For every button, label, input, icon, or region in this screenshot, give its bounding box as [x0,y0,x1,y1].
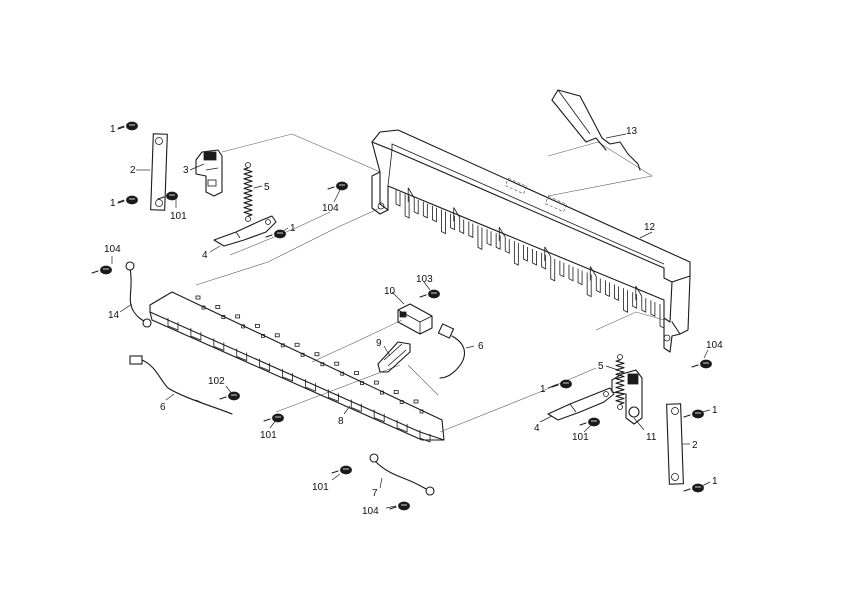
callout-101: 101 [170,211,187,222]
screw-icon [327,181,348,191]
screw-icon [389,501,410,511]
screw-icon [117,195,138,205]
callout-103: 103 [416,274,433,285]
callout-101: 101 [312,482,329,493]
callout-1: 1 [110,124,116,135]
callout-102: 102 [208,376,225,387]
screw-icon [579,417,600,427]
callout-2: 2 [692,440,698,451]
harness-14 [125,261,152,328]
harness-6-right [437,323,466,379]
lever-4-right [547,387,615,421]
callout-12: 12 [644,222,656,233]
callout-5: 5 [598,361,604,372]
screw-icon [219,391,240,401]
callout-1: 1 [540,384,546,395]
callout-4: 4 [534,423,540,434]
callout-104: 104 [706,340,723,351]
screw-icon [691,359,712,369]
callout-104: 104 [322,203,339,214]
guide-plate-8 [149,291,445,443]
spring-5-left [243,162,253,222]
screw-icon [683,483,704,493]
bracket-3 [195,149,223,197]
harness-7 [369,453,435,496]
callout-101: 101 [260,430,277,441]
callout-4: 4 [202,250,208,261]
callout-7: 7 [372,488,378,499]
spring-5-right [615,354,625,410]
wire-spring-13 [551,89,641,171]
callout-11: 11 [646,432,657,443]
callout-10: 10 [384,286,396,297]
bracket-11 [611,369,643,425]
callout-101: 101 [572,432,589,443]
rear-frame-12 [371,129,691,353]
leader-lines [111,125,711,509]
callout-5: 5 [264,182,270,193]
screw-icon [265,229,286,239]
callout-1: 1 [712,405,718,416]
sensor-10 [397,303,433,335]
harness-6-left [129,355,233,415]
link-2-right [666,403,684,485]
screw-icon [157,191,178,201]
screw-icon [117,121,138,131]
screw-icon [551,379,572,389]
callout-1: 1 [110,198,116,209]
screw-icon [331,465,352,475]
screw-icon [683,409,704,419]
callout-6: 6 [160,402,166,413]
actuator-9 [377,341,411,373]
callout-104: 104 [362,506,379,517]
callout-1: 1 [290,223,296,234]
link-2-left [150,133,168,211]
callout-104: 104 [104,244,121,255]
callout-labels: 1 1 2 3 5 101 1 4 104 13 12 104 14 10 10… [104,124,723,517]
callout-9: 9 [376,338,382,349]
assembly-reference-lines [195,133,665,433]
callout-8: 8 [338,416,344,427]
callout-6: 6 [478,341,484,352]
callout-1: 1 [712,476,718,487]
screw-icon [91,265,112,275]
screws [91,121,712,511]
callout-2: 2 [130,165,136,176]
screw-icon [419,289,440,299]
callout-3: 3 [183,165,189,176]
callout-14: 14 [108,310,120,321]
callout-13: 13 [626,126,638,137]
lever-4-left [213,215,277,247]
screw-icon [263,413,284,423]
